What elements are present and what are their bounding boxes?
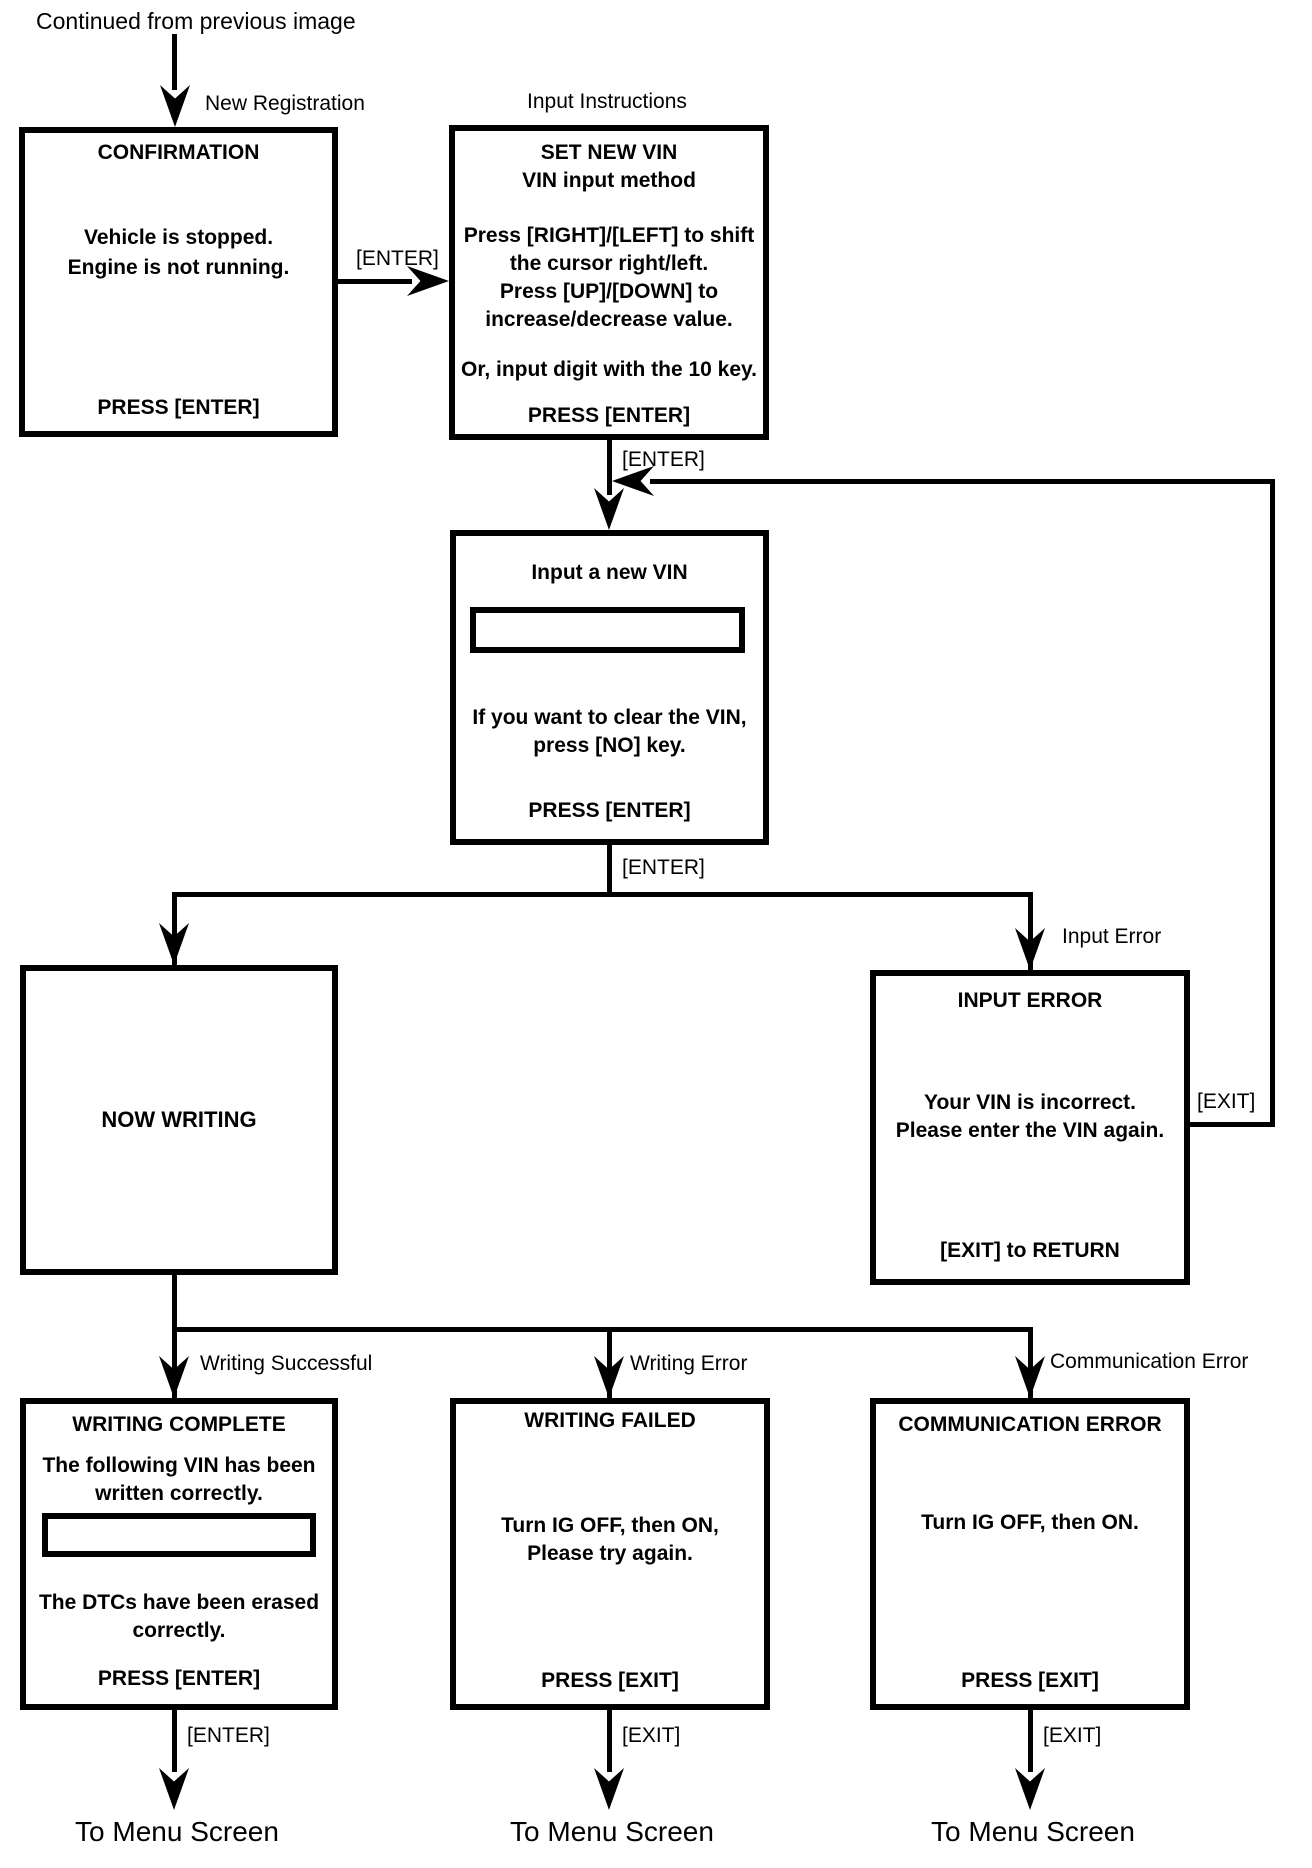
connector-complete-to-menu — [172, 1710, 177, 1772]
branch-label-input-instructions: Input Instructions — [527, 90, 687, 113]
edge-label-exit-return: [EXIT] — [1197, 1090, 1256, 1113]
to-menu-screen-label: To Menu Screen — [931, 1816, 1135, 1847]
writing-failed-footer: PRESS [EXIT] — [541, 1669, 679, 1692]
connector-exit-return-horizontal-top — [650, 479, 1275, 484]
edge-label-enter-1: [ENTER] — [356, 247, 439, 270]
communication-error-footer: PRESS [EXIT] — [961, 1669, 1099, 1692]
connector-failed-to-menu — [607, 1710, 612, 1772]
connector-branch2-horizontal — [172, 1327, 1033, 1332]
set-new-vin-note: Or, input digit with the 10 key. — [461, 358, 757, 381]
connector-input-to-branch — [607, 845, 612, 897]
connector-branch1-horizontal — [172, 892, 1033, 897]
writing-complete-body-line: The following VIN has been — [42, 1454, 316, 1477]
communication-error-title: COMMUNICATION ERROR — [898, 1413, 1162, 1436]
branch-label-new-registration: New Registration — [205, 92, 365, 115]
set-new-vin-body-line: Press [UP]/[DOWN] to — [499, 280, 719, 303]
connector-entry-line — [172, 34, 177, 90]
confirmation-footer: PRESS [ENTER] — [97, 396, 260, 419]
connector-branch2-mid-drop — [607, 1327, 612, 1398]
set-new-vin-body-line: the cursor right/left. — [509, 252, 709, 275]
writing-failed-body-line: Turn IG OFF, then ON, — [501, 1514, 719, 1537]
input-new-vin-screen-box: Input a new VIN If you want to clear the… — [450, 530, 769, 845]
writing-complete-body-line: written correctly. — [95, 1482, 263, 1505]
connector-exit-return-vertical — [1270, 479, 1275, 1127]
communication-error-body-line: Turn IG OFF, then ON. — [921, 1511, 1139, 1534]
edge-label-exit-menu-right: [EXIT] — [1043, 1724, 1102, 1747]
connector-instructions-to-input — [607, 440, 612, 495]
set-new-vin-footer: PRESS [ENTER] — [527, 404, 691, 427]
edge-label-enter-3: [ENTER] — [622, 856, 705, 879]
vin-entry-field — [470, 607, 745, 653]
writing-failed-body-line: Please try again. — [527, 1542, 693, 1565]
arrowhead-entry-down-icon — [160, 85, 190, 127]
connector-branch1-right-drop — [1028, 892, 1033, 970]
writing-complete-screen-box: WRITING COMPLETE The following VIN has b… — [20, 1398, 338, 1710]
connector-confirm-to-instructions — [338, 279, 412, 284]
now-writing-screen-box: NOW WRITING — [20, 965, 338, 1275]
edge-label-enter-menu: [ENTER] — [187, 1724, 270, 1747]
set-new-vin-body-line: Press [RIGHT]/[LEFT] to shift — [463, 224, 755, 247]
writing-complete-body-line: correctly. — [132, 1619, 226, 1642]
to-menu-screen-label: To Menu Screen — [75, 1816, 279, 1847]
input-new-vin-body-line: press [NO] key. — [533, 734, 686, 757]
writing-failed-title: WRITING FAILED — [524, 1409, 696, 1432]
confirmation-body-line: Vehicle is stopped. — [83, 226, 274, 249]
set-new-vin-title: SET NEW VIN — [540, 141, 678, 164]
writing-failed-screen-box: WRITING FAILED Turn IG OFF, then ON, Ple… — [450, 1398, 770, 1710]
branch-label-writing-successful: Writing Successful — [200, 1352, 373, 1375]
vin-written-field — [42, 1513, 316, 1557]
set-new-vin-subtitle: VIN input method — [522, 169, 696, 192]
communication-error-screen-box: COMMUNICATION ERROR Turn IG OFF, then ON… — [870, 1398, 1190, 1710]
arrowhead-menu-mid-down-icon — [594, 1768, 624, 1810]
writing-complete-title: WRITING COMPLETE — [72, 1413, 286, 1436]
connector-writing-to-branch2 — [172, 1275, 177, 1332]
input-error-screen-box: INPUT ERROR Your VIN is incorrect. Pleas… — [870, 970, 1190, 1285]
confirmation-screen-box: CONFIRMATION Vehicle is stopped. Engine … — [19, 127, 338, 437]
input-new-vin-body-line: If you want to clear the VIN, — [472, 706, 747, 729]
connector-comm-error-to-menu — [1028, 1710, 1033, 1772]
arrowhead-menu-right-down-icon — [1015, 1768, 1045, 1810]
input-error-body-line: Please enter the VIN again. — [895, 1119, 1165, 1142]
input-error-footer: [EXIT] to RETURN — [940, 1239, 1120, 1262]
edge-label-exit-menu-mid: [EXIT] — [622, 1724, 681, 1747]
branch-label-communication-error: Communication Error — [1050, 1350, 1249, 1373]
confirmation-title: CONFIRMATION — [97, 141, 260, 164]
connector-branch2-right-drop — [1028, 1327, 1033, 1398]
input-new-vin-title: Input a new VIN — [531, 561, 688, 584]
branch-label-input-error: Input Error — [1062, 925, 1162, 948]
arrowhead-menu-left-down-icon — [159, 1768, 189, 1810]
set-new-vin-screen-box: SET NEW VIN VIN input method Press [RIGH… — [449, 125, 769, 440]
to-menu-screen-label: To Menu Screen — [510, 1816, 714, 1847]
connector-branch2-left-drop — [172, 1327, 177, 1398]
connector-branch1-left-drop — [172, 892, 177, 965]
edge-label-enter-2: [ENTER] — [622, 448, 705, 471]
now-writing-title: NOW WRITING — [101, 1107, 257, 1132]
branch-label-writing-error: Writing Error — [630, 1352, 748, 1375]
writing-complete-body-line: The DTCs have been erased — [38, 1591, 320, 1614]
writing-complete-footer: PRESS [ENTER] — [97, 1667, 261, 1690]
continued-from-label: Continued from previous image — [36, 8, 356, 34]
set-new-vin-body-line: increase/decrease value. — [485, 308, 733, 331]
confirmation-body-line: Engine is not running. — [67, 256, 290, 279]
input-error-body-line: Your VIN is incorrect. — [924, 1091, 1136, 1114]
connector-exit-return-horizontal-bottom — [1190, 1122, 1275, 1127]
input-error-title: INPUT ERROR — [957, 989, 1103, 1012]
input-new-vin-footer: PRESS [ENTER] — [528, 799, 691, 822]
